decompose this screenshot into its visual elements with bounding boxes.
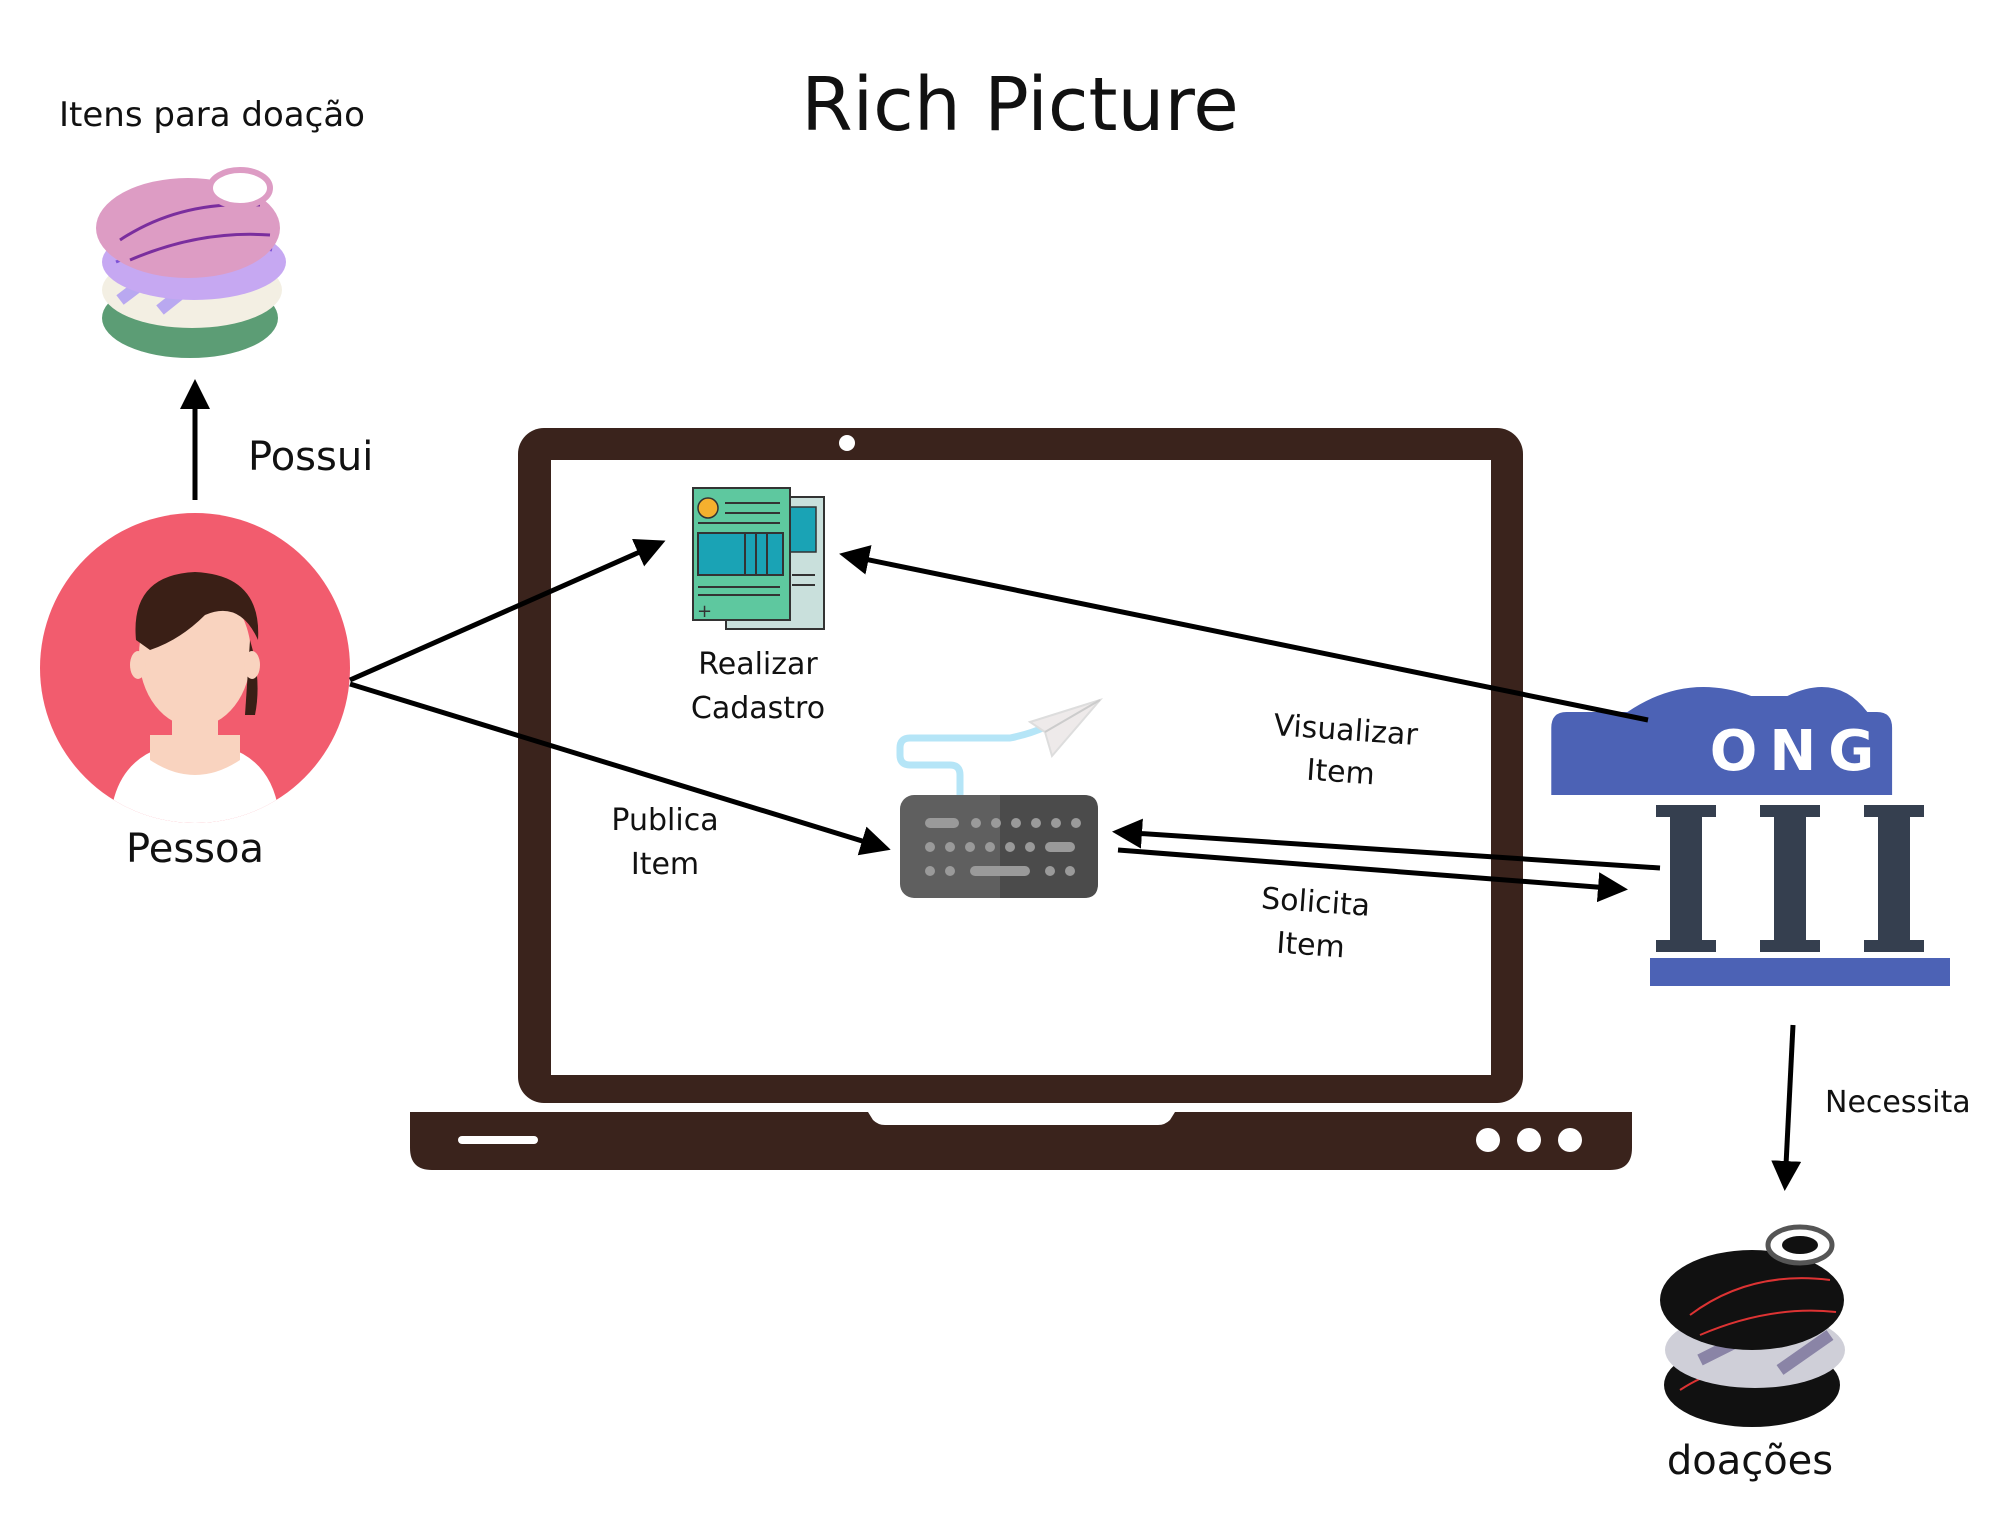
needs-label: Necessita: [1825, 1085, 1971, 1120]
register-label-line1: Realizar: [698, 647, 818, 682]
keyboard-icon: [896, 723, 1098, 898]
arrow-person-to-register: [348, 538, 666, 683]
view-label-line2: Item: [1305, 753, 1376, 793]
clothes-stack-icon: [96, 167, 286, 358]
person-label: Pessoa: [126, 826, 264, 872]
diagram-title: Rich Picture: [801, 62, 1239, 148]
paper-plane-icon: [1027, 697, 1104, 759]
arrow-person-to-publish: [349, 681, 891, 856]
register-label-line2: Cadastro: [691, 691, 825, 726]
possui-label: Possui: [248, 434, 373, 480]
ong-label: ONG: [1710, 719, 1886, 784]
donations-label: doações: [1667, 1438, 1833, 1484]
registration-form-icon: +: [692, 487, 825, 630]
publish-label-line2: Item: [631, 847, 699, 882]
request-label-line2: Item: [1275, 926, 1346, 966]
items-for-donation-label: Itens para doação: [59, 95, 365, 135]
ong-building-icon: [1551, 687, 1950, 986]
necessita-arrow: [1771, 1024, 1802, 1191]
request-label-line1: Solicita: [1260, 881, 1371, 924]
svg-text:+: +: [697, 601, 712, 622]
publish-label-line1: Publica: [611, 803, 718, 838]
arrow-ong-to-keyboard: [1112, 818, 1661, 871]
arrow-keyboard-to-ong: [1117, 847, 1628, 903]
person-avatar-icon: [40, 513, 350, 823]
arrow-ong-to-register: [839, 545, 1649, 723]
donations-stack-icon: [1660, 1224, 1845, 1427]
